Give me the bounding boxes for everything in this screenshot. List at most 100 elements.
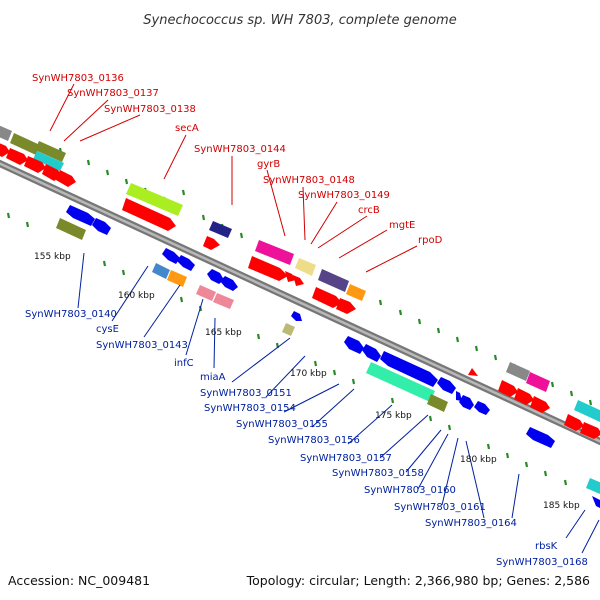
gene-cyan-box <box>33 151 64 171</box>
outer-tick-track <box>58 147 593 406</box>
gene-label: SynWH7803_0138 <box>104 104 196 115</box>
reverse-cds-arrow <box>474 401 490 415</box>
forward-cds-arrow <box>293 275 304 286</box>
kbp-label: 175 kbp <box>375 411 412 421</box>
gene-label: SynWH7803_0157 <box>300 453 392 464</box>
gene-olive-box <box>10 133 40 155</box>
reverse-cds-arrow <box>92 218 111 235</box>
kbp-label: 185 kbp <box>543 501 580 511</box>
gene-label: SynWH7803_0136 <box>32 73 124 84</box>
reverse-cds-arrow <box>380 351 438 387</box>
reverse-cds-arrow <box>362 344 381 362</box>
gene-label: crcB <box>358 205 380 216</box>
reverse-cds-arrow <box>220 276 238 291</box>
gene-label: SynWH7803_0154 <box>204 403 296 414</box>
forward-cds-arrow <box>580 422 600 439</box>
gene-label: rpoD <box>418 235 443 246</box>
kbp-scale-labels: 155 kbp 160 kbp 165 kbp 170 kbp 175 kbp … <box>34 252 580 511</box>
reverse-cds-arrow <box>344 336 364 354</box>
gene-label: gyrB <box>257 159 280 170</box>
gene-label: SynWH7803_0144 <box>194 144 286 155</box>
reverse-cds-arrow <box>291 311 302 321</box>
gene-label: infC <box>174 358 194 369</box>
gene-olive-box <box>56 218 86 240</box>
forward-cds-arrow <box>203 236 220 250</box>
bottom-leader-lines <box>77 252 600 554</box>
gene-label: SynWH7803_0148 <box>263 175 355 186</box>
gene-mint-box <box>366 362 435 402</box>
reverse-cds-arrow <box>526 427 555 448</box>
kbp-label: 170 kbp <box>290 369 327 379</box>
kbp-label: 165 kbp <box>205 328 242 338</box>
gene-orange-box <box>346 284 366 301</box>
gene-magenta-box <box>526 372 550 392</box>
gene-label: SynWH7803_0143 <box>96 340 188 351</box>
genome-backbone <box>0 159 600 446</box>
gene-navy-box <box>209 221 232 238</box>
forward-cds-arrow <box>0 143 10 157</box>
forward-cds-arrow <box>312 287 342 308</box>
gene-label: miaA <box>200 372 226 383</box>
reverse-cds-arrow <box>456 391 462 401</box>
gene-pink-box <box>213 293 234 309</box>
reverse-cds-track <box>56 205 600 508</box>
kbp-label: 160 kbp <box>118 291 155 301</box>
gene-label: rbsK <box>535 541 558 552</box>
reverse-cds-arrow <box>207 269 224 284</box>
accession-text: Accession: NC_009481 <box>8 573 150 588</box>
gene-label: SynWH7803_0151 <box>200 388 292 399</box>
feature-boxes <box>0 125 600 422</box>
gene-magenta-box <box>255 240 294 265</box>
map-title: Synechococcus sp. WH 7803, complete geno… <box>143 13 456 28</box>
gene-steelblue-box <box>152 263 170 279</box>
gene-label: mgtE <box>389 220 415 231</box>
forward-cds-arrow <box>336 298 356 314</box>
topology-summary-text: Topology: circular; Length: 2,366,980 bp… <box>246 573 590 588</box>
gene-slate-box <box>318 269 349 292</box>
reverse-cds-arrow <box>592 496 600 508</box>
reverse-cds-arrow <box>162 248 180 264</box>
gene-olive-box <box>427 394 448 412</box>
gene-orange-box <box>167 270 187 287</box>
gene-olive-box <box>35 141 66 162</box>
gene-label: SynWH7803_0160 <box>364 485 456 496</box>
reverse-cds-arrow <box>177 255 195 271</box>
gene-label: SynWH7803_0161 <box>394 502 486 513</box>
gene-cyan-box <box>574 400 600 422</box>
forward-cds-arrow <box>514 388 534 405</box>
reverse-cds-arrow <box>459 395 474 410</box>
gene-label: secA <box>175 123 199 134</box>
forward-cds-arrow <box>122 198 176 231</box>
top-leader-lines <box>49 83 418 273</box>
kbp-label: 155 kbp <box>34 252 71 262</box>
gene-label: SynWH7803_0149 <box>298 190 390 201</box>
gene-label: SynWH7803_0164 <box>425 518 517 529</box>
forward-cds-arrow <box>24 156 46 173</box>
forward-cds-arrow <box>6 148 28 165</box>
forward-cds-arrow <box>530 396 550 413</box>
gene-gray-box <box>0 125 12 141</box>
kbp-label: 180 kbp <box>460 455 497 465</box>
gene-label: SynWH7803_0158 <box>332 468 424 479</box>
forward-cds-arrow <box>285 271 296 282</box>
gene-khaki-box <box>282 323 295 336</box>
reverse-cds-arrow <box>66 205 95 226</box>
gene-gray-box <box>506 362 530 381</box>
gene-pink-box <box>196 285 216 301</box>
forward-cds-arrow <box>56 170 76 187</box>
gene-label: SynWH7803_0155 <box>236 419 328 430</box>
gene-cyan-box <box>586 478 600 494</box>
forward-cds-arrow <box>564 414 584 431</box>
forward-cds-arrow <box>248 256 288 281</box>
forward-cds-arrow <box>468 368 478 376</box>
forward-cds-track <box>0 143 600 439</box>
gene-label: SynWH7803_0168 <box>496 557 588 568</box>
forward-cds-arrow <box>42 164 62 181</box>
gene-label: SynWH7803_0156 <box>268 435 360 446</box>
bottom-gene-labels: SynWH7803_0140 cysE SynWH7803_0143 infC … <box>25 309 588 568</box>
forward-cds-arrow <box>498 380 518 397</box>
top-gene-labels: SynWH7803_0136 SynWH7803_0137 SynWH7803_… <box>32 73 443 246</box>
gene-label: SynWH7803_0140 <box>25 309 117 320</box>
reverse-cds-arrow <box>437 377 456 394</box>
gene-label: cysE <box>96 324 119 335</box>
